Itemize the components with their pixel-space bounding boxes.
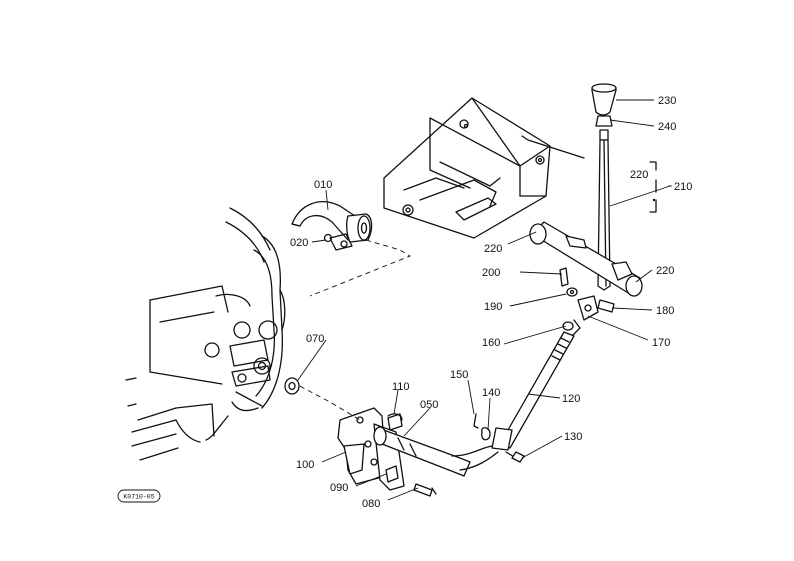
shift-lever-assembly (529, 83, 657, 297)
part-label-230: 230 (658, 95, 676, 107)
part-label-020: 020 (290, 237, 308, 249)
part-label-070: 070 (306, 333, 324, 345)
part-label-180: 180 (656, 305, 674, 317)
part-label-220-left: 220 (484, 243, 502, 255)
part-label-120: 120 (562, 393, 580, 405)
figure-code-badge: K0710-05 (117, 489, 161, 503)
part-label-140: 140 (482, 387, 500, 399)
part-label-010: 010 (314, 179, 332, 191)
part-label-210: 210 (674, 181, 692, 193)
mounting-bracket (383, 97, 585, 239)
part-label-200: 200 (482, 267, 500, 279)
shift-fork (291, 201, 412, 297)
part-labels: 010 020 070 110 050 150 140 120 130 100 … (290, 95, 692, 510)
part-label-050: 050 (420, 399, 438, 411)
figure-code-text: K0710-05 (123, 494, 154, 501)
shift-rod (473, 331, 575, 463)
part-label-190: 190 (484, 301, 502, 313)
part-label-170: 170 (652, 337, 670, 349)
callout-leaders (297, 99, 672, 501)
part-label-100: 100 (296, 459, 314, 471)
part-label-150: 150 (450, 369, 468, 381)
part-label-090: 090 (330, 482, 348, 494)
part-label-160: 160 (482, 337, 500, 349)
part-label-080: 080 (362, 498, 380, 510)
lower-lever-assembly (291, 381, 499, 497)
linkage-assembly (559, 267, 615, 337)
part-label-110: 110 (392, 381, 410, 393)
part-label-220-top: 220 (630, 169, 648, 181)
part-label-240: 240 (658, 121, 676, 133)
part-label-130: 130 (564, 431, 582, 443)
circlip (284, 377, 300, 395)
transmission-housing (125, 207, 286, 461)
part-label-220-right: 220 (656, 265, 674, 277)
